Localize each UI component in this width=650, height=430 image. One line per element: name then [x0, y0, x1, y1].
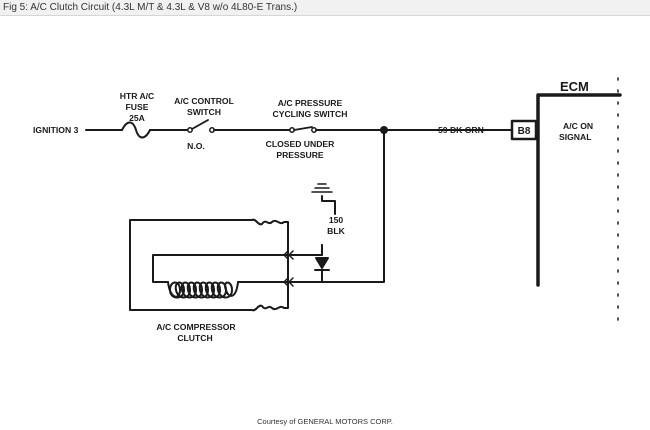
- connector-bottom-chevron-2: [288, 277, 294, 287]
- ac-control-switch-blade: [191, 119, 209, 130]
- label-compressor-line1: A/C COMPRESSOR: [156, 322, 236, 332]
- diode-triangle: [315, 257, 329, 269]
- label-pressure-line1: A/C PRESSURE: [278, 98, 343, 108]
- credit-text: Courtesy of GENERAL MOTORS CORP.: [257, 417, 393, 426]
- figure-title: Fig 5: A/C Clutch Circuit (4.3L M/T & 4.…: [3, 2, 298, 13]
- connector-bottom-chevron-1: [283, 277, 289, 287]
- label-compressor-line2: CLUTCH: [177, 333, 212, 343]
- label-ecm: ECM: [560, 79, 589, 94]
- title-bar: Fig 5: A/C Clutch Circuit (4.3L M/T & 4.…: [0, 0, 650, 16]
- label-pressure-state-line1: CLOSED UNDER: [266, 139, 336, 149]
- label-fuse-line1: HTR A/C: [120, 91, 155, 101]
- label-wire-150-line1: 150: [329, 215, 344, 225]
- label-ac-on-line1: A/C ON: [563, 121, 593, 131]
- label-wire-150-line2: BLK: [327, 226, 345, 236]
- ecm-outline: [536, 93, 622, 287]
- ecm-pin-box: [510, 119, 538, 141]
- fuse-symbol: [121, 121, 151, 139]
- label-pin: B8: [518, 126, 531, 137]
- label-pressure-line2: CYCLING SWITCH: [273, 109, 348, 119]
- label-ac-on-line2: SIGNAL: [559, 132, 591, 142]
- label-fuse-line2: FUSE: [126, 102, 149, 112]
- wire-ground-to-coil: [295, 244, 323, 256]
- compressor-coil: [167, 281, 239, 299]
- label-ac-control-line2: SWITCH: [187, 107, 221, 117]
- compressor-body: [129, 218, 289, 312]
- label-pressure-state-line2: PRESSURE: [276, 150, 324, 160]
- connector-top-chevron-1: [283, 250, 289, 260]
- label-ac-control-line1: A/C CONTROL: [174, 96, 234, 106]
- ground-symbol: [311, 183, 333, 193]
- ac-control-switch-contact-a: [187, 127, 193, 133]
- ground-wire: [321, 195, 336, 215]
- label-fuse-line3: 25A: [129, 113, 145, 123]
- label-ac-control-state: N.O.: [187, 141, 205, 151]
- pressure-switch-blade: [293, 126, 313, 131]
- connector-top-chevron-2: [288, 250, 294, 260]
- label-ignition: IGNITION 3: [33, 125, 79, 135]
- label-wire-59: 59 DK GRN: [438, 125, 484, 135]
- compressor-inner-loop: [152, 254, 297, 283]
- wire-splice-to-compressor: [295, 129, 385, 283]
